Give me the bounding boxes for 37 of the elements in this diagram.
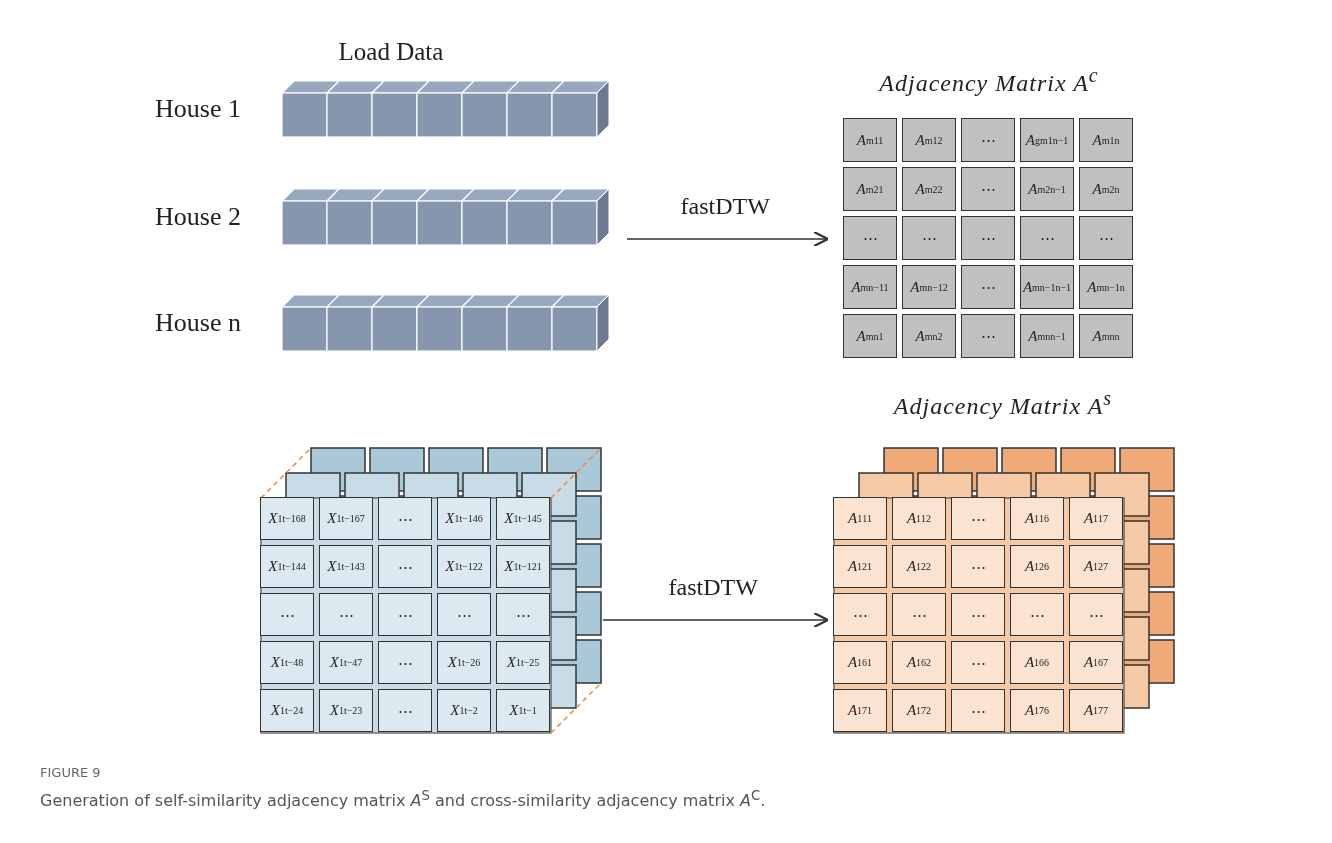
- matrix-cell: ⋯: [496, 593, 550, 636]
- matrix-cell: ⋯: [961, 216, 1015, 260]
- matrix-title: Adjacency Matrix A$^{c}$: [877, 64, 1100, 97]
- matrix-cell: ⋯: [961, 167, 1015, 211]
- matrix-cell: ⋯: [1020, 216, 1074, 260]
- matrix-cell: ⋯: [902, 216, 956, 260]
- arrow: [626, 230, 830, 248]
- matrix-cell: ⋯: [961, 265, 1015, 309]
- house-label: House n: [155, 308, 241, 338]
- figure-number: FIGURE 9: [40, 765, 101, 780]
- matrix-cell: ⋯: [378, 641, 432, 684]
- matrix-cell: ⋯: [378, 689, 432, 732]
- matrix-cell: ⋯: [1069, 593, 1123, 636]
- matrix-cell: ⋯: [951, 593, 1005, 636]
- arrow: [602, 611, 830, 629]
- matrix-cell: ⋯: [951, 689, 1005, 732]
- matrix-cell: ⋯: [319, 593, 373, 636]
- matrix-cell: ⋯: [260, 593, 314, 636]
- matrix-cell: ⋯: [833, 593, 887, 636]
- matrix-cell: ⋯: [843, 216, 897, 260]
- matrix-cell: ⋯: [378, 497, 432, 540]
- matrix-title: Adjacency Matrix A$^{s}$: [891, 387, 1114, 420]
- matrix-cell: ⋯: [378, 593, 432, 636]
- matrix-cell: ⋯: [951, 497, 1005, 540]
- house-label: House 1: [155, 94, 241, 124]
- matrix-cell: ⋯: [951, 545, 1005, 588]
- group-title: Load Data: [337, 38, 445, 66]
- matrix-cell: ⋯: [437, 593, 491, 636]
- matrix-cell: ⋯: [961, 314, 1015, 358]
- matrix-cell: ⋯: [378, 545, 432, 588]
- matrix-cell: ⋯: [1010, 593, 1064, 636]
- matrix-cell: ⋯: [892, 593, 946, 636]
- matrix-cell: ⋯: [961, 118, 1015, 162]
- matrix-cell: ⋯: [951, 641, 1005, 684]
- matrix-cell: ⋯: [1079, 216, 1133, 260]
- house-label: House 2: [155, 202, 241, 232]
- caption: Generation of self-similarity adjacency matrix A$^{S}$ and cross-similarity adjacency matrix A$^{C}$.: [40, 788, 766, 811]
